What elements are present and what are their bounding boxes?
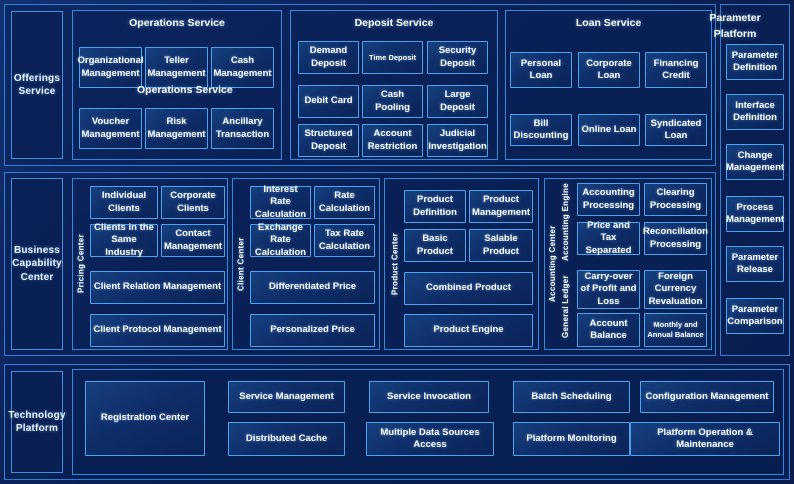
cell-process-management[interactable]: Process Management	[726, 196, 784, 232]
sidebar-offerings-service[interactable]: Offerings Service	[11, 11, 63, 159]
cell-personalized-price[interactable]: Personalized Price	[250, 314, 375, 347]
sidebar-business-capability-center[interactable]: Business Capability Center	[11, 178, 63, 350]
cell-teller-management[interactable]: Teller Management	[145, 47, 208, 88]
cell-security-deposit[interactable]: Security Deposit	[427, 41, 488, 74]
group-loan-service-title: Loan Service	[575, 17, 642, 29]
cell-parameter-release[interactable]: Parameter Release	[726, 246, 784, 282]
cell-change-management[interactable]: Change Management	[726, 144, 784, 180]
cell-organizational-management[interactable]: Organizational Management	[78, 47, 144, 88]
cell-contact-management[interactable]: Contact Management	[161, 224, 225, 257]
cell-service-management[interactable]: Service Management	[228, 381, 345, 413]
cell-ancillary-transaction[interactable]: Ancillary Transaction	[211, 108, 274, 149]
cell-time-deposit[interactable]: Time Deposit	[362, 41, 423, 74]
sidebar-offerings-service-label: Offerings Service	[13, 72, 61, 98]
cell-rate-calculation[interactable]: Rate Calculation	[314, 186, 375, 219]
cell-parameter-definition[interactable]: Parameter Definition	[726, 44, 784, 80]
cell-interest-rate-calculation[interactable]: Interest Rate Calculation	[250, 184, 311, 220]
cell-corporate-clients[interactable]: Corporate Clients	[161, 186, 225, 219]
sidebar-technology-platform-label: Technology Platform	[8, 409, 66, 435]
cell-individual-clients[interactable]: Individual Clients	[90, 186, 158, 219]
cell-cash-management[interactable]: Cash Management	[211, 47, 274, 88]
group-accounting-engine-label: Accounting Engine	[561, 183, 570, 261]
cell-foreign-currency-revaluation[interactable]: Foreign Currency Revaluation	[644, 270, 707, 309]
cell-product-engine[interactable]: Product Engine	[404, 314, 533, 347]
cell-client-protocol-management[interactable]: Client Protocol Management	[90, 314, 225, 347]
parameter-platform-title-line2: Platform	[713, 28, 757, 40]
cell-voucher-management[interactable]: Voucher Management	[79, 108, 142, 149]
cell-batch-scheduling[interactable]: Batch Scheduling	[513, 381, 630, 413]
cell-large-deposit[interactable]: Large Deposit	[427, 85, 488, 118]
cell-personal-loan[interactable]: Personal Loan	[510, 52, 572, 88]
cell-demand-deposit[interactable]: Demand Deposit	[298, 41, 359, 74]
group-operations-service-title: Operations Service	[129, 17, 225, 29]
cell-clearing-processing[interactable]: Clearing Processing	[644, 183, 707, 216]
parameter-platform-title-line1: Parameter	[709, 12, 761, 24]
cell-multiple-data-sources-access[interactable]: Multiple Data Sources Access	[366, 422, 494, 456]
cell-monthly-and-annual-balance[interactable]: Monthly and Annual Balance	[644, 313, 707, 347]
cell-basic-product[interactable]: Basic Product	[404, 229, 466, 262]
cell-product-definition[interactable]: Product Definition	[404, 190, 466, 223]
group-product-center-label: Product Center	[390, 233, 400, 295]
cell-judicial-investigation[interactable]: Judicial Investigation	[427, 124, 488, 157]
group-client-center-label: Client Center	[236, 237, 246, 291]
group-accounting-center-label: Accounting Center	[548, 225, 557, 303]
group-operations-service-title-duplicate: Operations Service	[137, 84, 233, 96]
sidebar-technology-platform[interactable]: Technology Platform	[8, 371, 66, 473]
cell-online-loan[interactable]: Online Loan	[578, 114, 640, 146]
cell-configuration-management[interactable]: Configuration Management	[640, 381, 774, 413]
cell-parameter-comparison[interactable]: Parameter Comparison	[726, 298, 784, 334]
cell-product-management[interactable]: Product Management	[469, 190, 533, 223]
cell-interface-definition[interactable]: Interface Definition	[726, 94, 784, 130]
group-pricing-center-label: Pricing Center	[76, 234, 86, 294]
cell-risk-management[interactable]: Risk Management	[145, 108, 208, 149]
cell-exchange-rate-calculation[interactable]: Exchange Rate Calculation	[250, 222, 311, 258]
cell-tax-rate-calculation[interactable]: Tax Rate Calculation	[314, 224, 375, 257]
cell-clients-same-industry[interactable]: Clients in the Same Industry	[90, 222, 158, 258]
cell-bill-discounting[interactable]: Bill Discounting	[510, 114, 572, 146]
cell-price-and-tax-separated[interactable]: Price and Tax Separated	[577, 220, 640, 256]
cell-platform-monitoring[interactable]: Platform Monitoring	[513, 422, 630, 456]
cell-reconciliation-processing[interactable]: Reconciliation Processing	[643, 222, 708, 255]
group-deposit-service-title: Deposit Service	[354, 17, 434, 29]
cell-differentiated-price[interactable]: Differentiated Price	[250, 271, 375, 304]
cell-carry-over-profit-and-loss[interactable]: Carry-over of Profit and Loss	[577, 270, 640, 309]
cell-corporate-loan[interactable]: Corporate Loan	[578, 52, 640, 88]
cell-structured-deposit[interactable]: Structured Deposit	[298, 124, 359, 157]
cell-distributed-cache[interactable]: Distributed Cache	[228, 422, 345, 456]
cell-financing-credit[interactable]: Financing Credit	[645, 52, 707, 88]
cell-cash-pooling[interactable]: Cash Pooling	[362, 85, 423, 118]
cell-salable-product[interactable]: Salable Product	[469, 229, 533, 262]
cell-account-balance[interactable]: Account Balance	[577, 313, 640, 347]
cell-syndicated-loan[interactable]: Syndicated Loan	[645, 114, 707, 146]
cell-registration-center[interactable]: Registration Center	[85, 381, 205, 456]
cell-service-invocation[interactable]: Service Invocation	[369, 381, 489, 413]
cell-platform-operation-maintenance[interactable]: Platform Operation & Maintenance	[630, 422, 780, 456]
group-general-ledger-label: General Ledger	[561, 275, 570, 339]
cell-debit-card[interactable]: Debit Card	[298, 85, 359, 118]
cell-client-relation-management[interactable]: Client Relation Management	[90, 271, 225, 304]
cell-account-restriction[interactable]: Account Restriction	[362, 124, 423, 157]
cell-combined-product[interactable]: Combined Product	[404, 272, 533, 305]
cell-accounting-processing[interactable]: Accounting Processing	[577, 183, 640, 216]
sidebar-business-capability-center-label: Business Capability Center	[12, 244, 62, 283]
